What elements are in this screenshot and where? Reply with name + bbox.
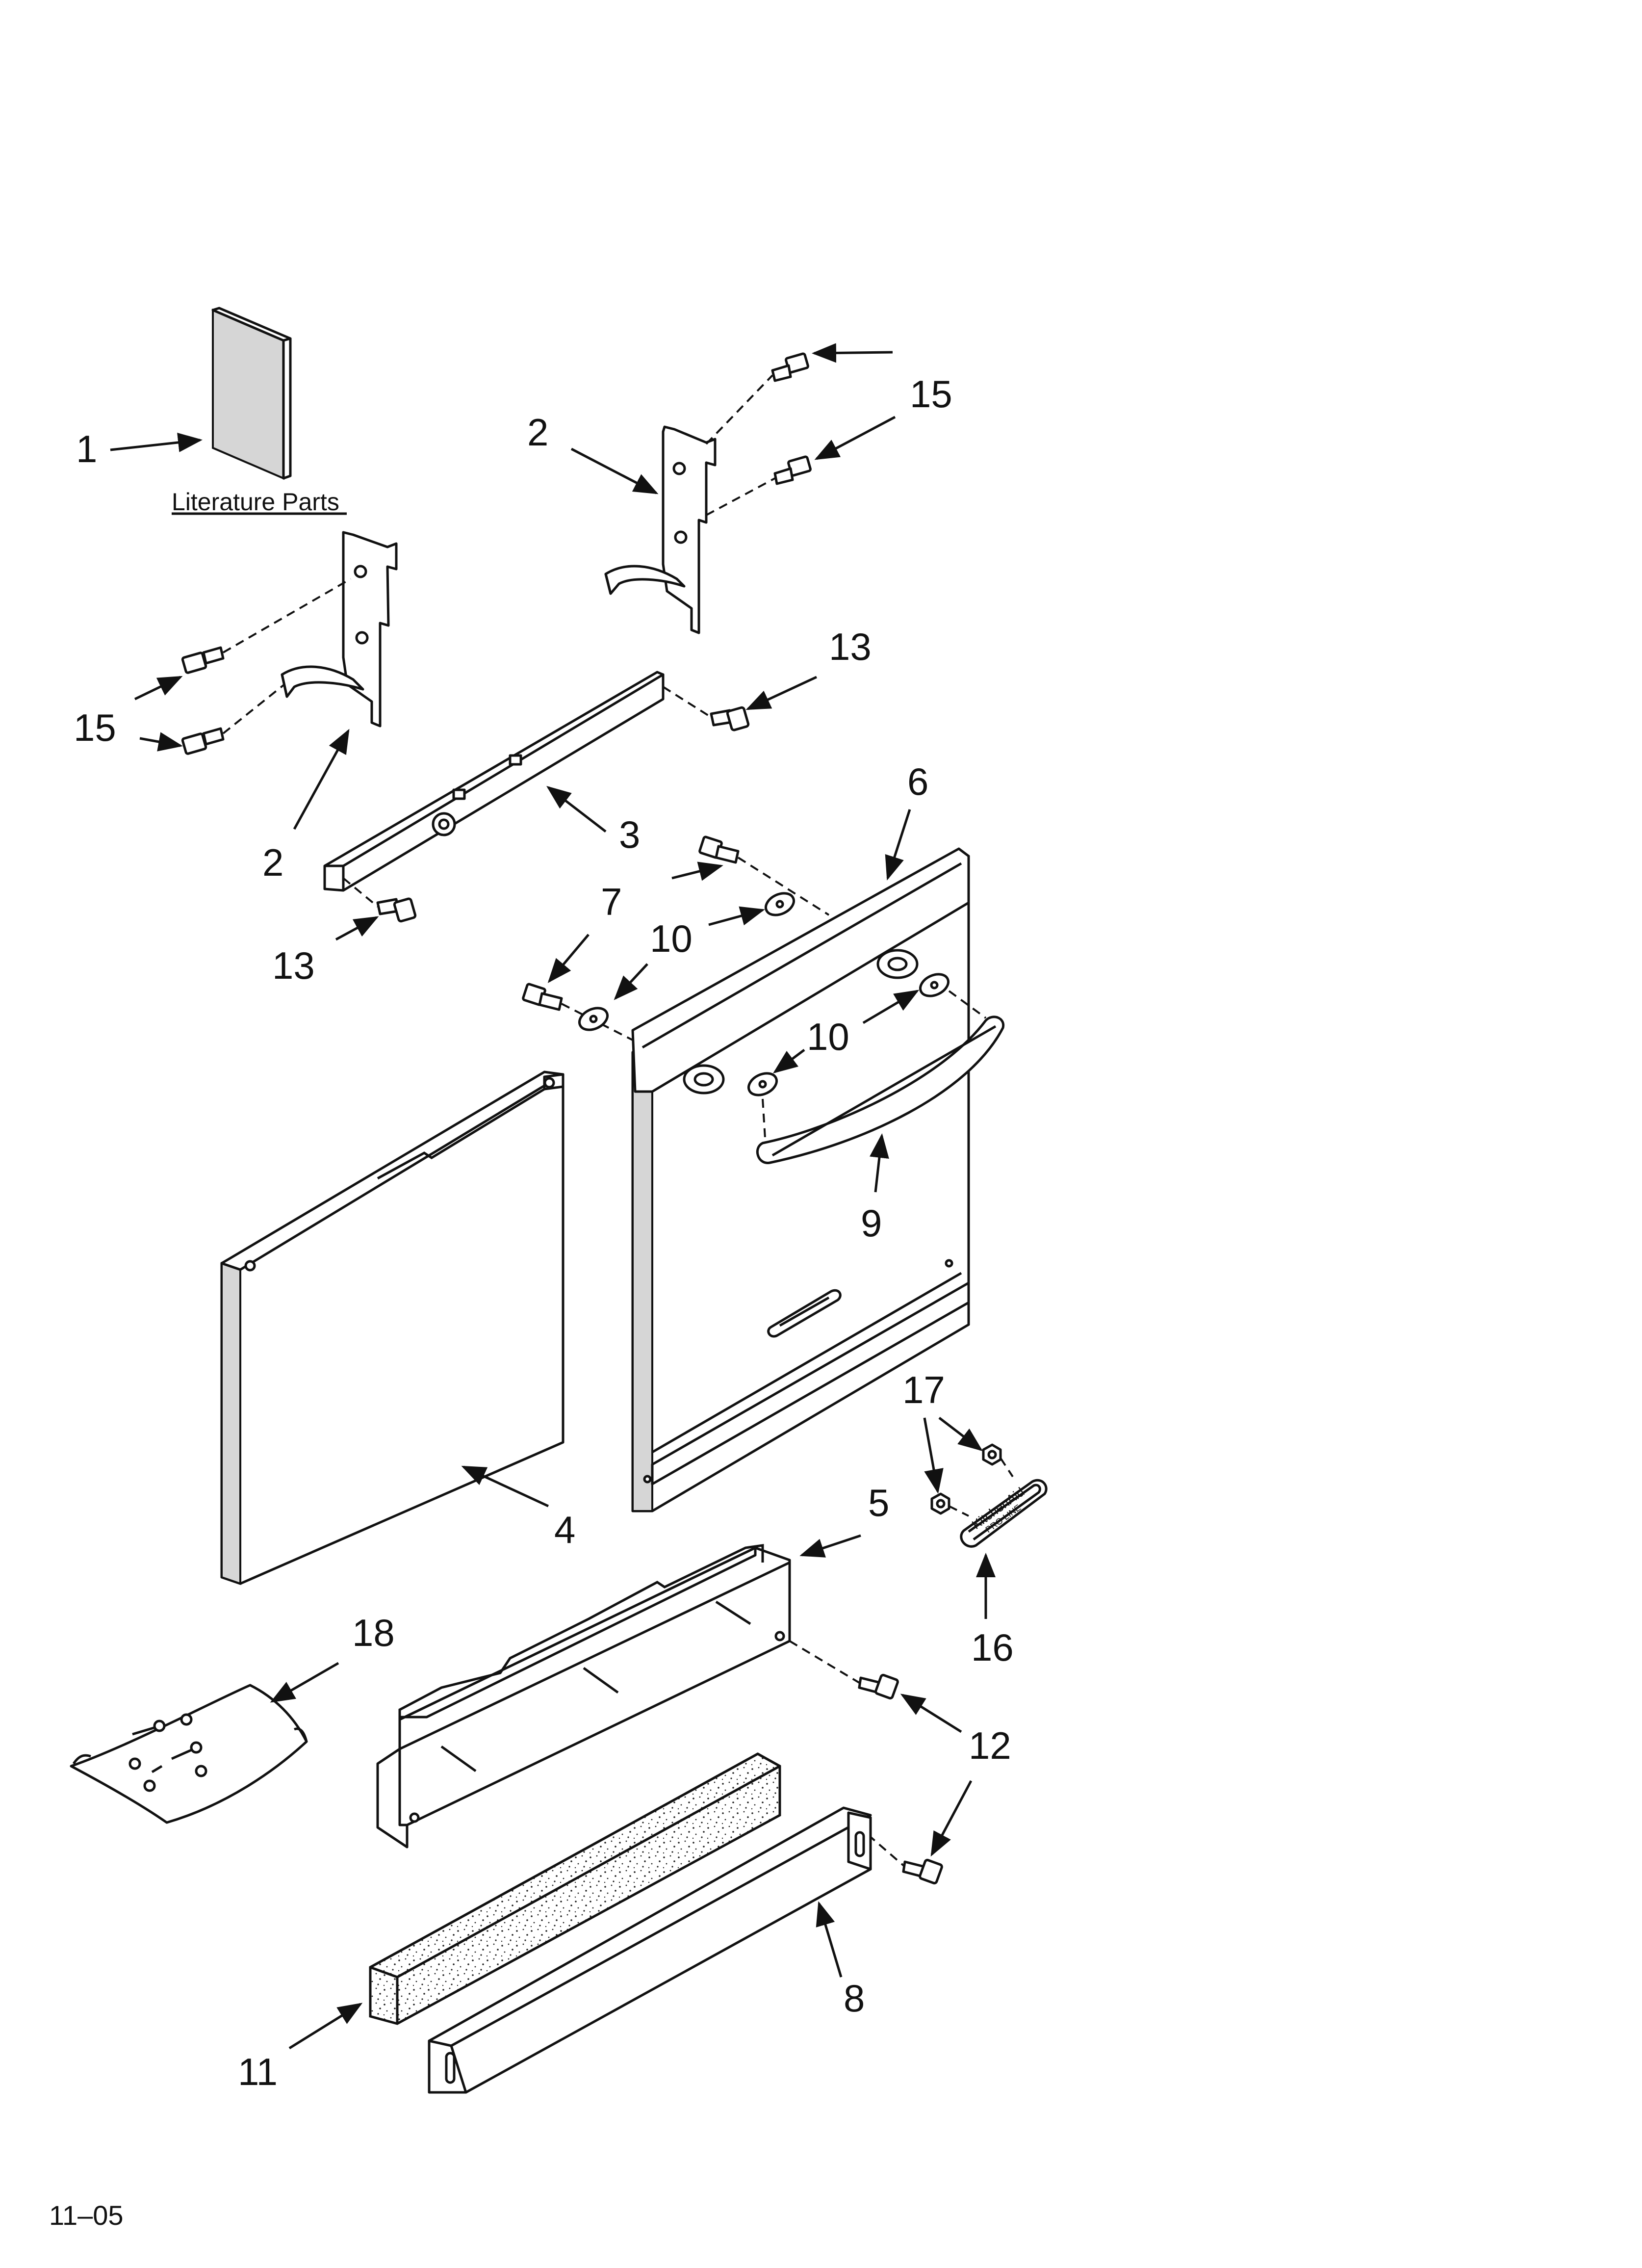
leader-15b-1: [134, 676, 183, 701]
callout-7: 7: [601, 880, 622, 923]
leader-10b-1: [862, 990, 920, 1024]
screw-13-upper: [710, 706, 750, 731]
nut-17-a: [930, 1492, 950, 1515]
callout-10a: 10: [650, 917, 693, 960]
leader-13a: [745, 676, 818, 710]
screw-12-lower: [902, 1858, 943, 1885]
screw-7-lower: [522, 983, 563, 1011]
leader-6: [885, 809, 911, 881]
screw-13-lower: [376, 897, 417, 923]
spacer-10-upper: [765, 892, 795, 916]
toe-kick-plate: [428, 1806, 872, 2094]
dash-12-lower: [867, 1834, 906, 1868]
door-hinge-bracket-right: [604, 425, 717, 634]
leader-3: [546, 785, 607, 833]
leader-2b: [293, 729, 350, 830]
callout-15a: 15: [910, 372, 952, 416]
bag-screws: [128, 1713, 207, 1792]
leader-11: [288, 2003, 363, 2050]
dash-15-upper-a: [705, 374, 773, 445]
callout-17: 17: [902, 1368, 945, 1411]
callout-2b: 2: [262, 841, 283, 884]
dash-13-upper: [662, 686, 712, 718]
callout-2a: 2: [527, 411, 548, 454]
dash-17-b: [1000, 1457, 1014, 1478]
callout-18: 18: [352, 1611, 395, 1654]
callout-5: 5: [868, 1481, 889, 1524]
literature-parts-booklet: [211, 307, 292, 480]
leader-17b: [938, 1417, 983, 1452]
dash-15-upper-b: [706, 477, 775, 516]
leader-17a: [923, 1417, 944, 1494]
screw-7-upper: [698, 835, 740, 864]
door-outer-panel: [220, 1070, 564, 1585]
toe-kick-bracket: [376, 1544, 791, 1849]
leader-10a-2: [614, 963, 648, 1000]
callout-16: 16: [971, 1626, 1014, 1669]
callout-10b: 10: [807, 1015, 849, 1058]
leader-4: [461, 1465, 549, 1508]
dash-7-lower: [561, 1003, 633, 1041]
dash-9-right: [948, 990, 987, 1019]
leader-1: [110, 433, 203, 452]
dash-17-a: [949, 1505, 969, 1517]
dash-13-lower: [342, 877, 379, 908]
leader-12b: [930, 1780, 973, 1857]
leader-15b-2: [139, 732, 183, 752]
callout-9: 9: [861, 1201, 882, 1245]
leader-15a-2: [814, 416, 896, 460]
screw-12-upper: [858, 1673, 899, 1700]
leader-10a-1: [708, 906, 765, 926]
literature-parts-caption: Literature Parts: [172, 488, 339, 516]
dash-9-left: [762, 1098, 766, 1139]
dash-7-upper: [737, 857, 830, 916]
leader-15a-1: [812, 343, 893, 363]
callout-1: 1: [76, 427, 97, 470]
leader-9: [870, 1133, 889, 1193]
hardware-bag: [70, 1684, 308, 1824]
callout-11: 11: [238, 2050, 278, 2093]
leader-7b: [547, 934, 590, 983]
leader-8: [816, 1901, 843, 1978]
spacer-10-mid: [747, 1072, 778, 1096]
insulation-foam-strip: [369, 1752, 781, 2025]
screw-15-left-b: [181, 727, 225, 755]
leader-12a: [900, 1694, 962, 1733]
leader-10b-2: [773, 1049, 805, 1073]
callout-3: 3: [619, 813, 640, 856]
dash-12-upper: [789, 1640, 860, 1684]
callout-4: 4: [554, 1508, 575, 1551]
door-front-panel: [631, 847, 970, 1512]
leader-18: [270, 1662, 339, 1703]
dash-15-left-b: [222, 683, 285, 734]
screw-15-upper-b: [773, 455, 812, 485]
door-top-rail: [323, 671, 665, 892]
leader-13b: [335, 916, 379, 941]
spacer-10-right: [919, 973, 949, 997]
door-handle: [756, 1016, 1005, 1164]
callout-13b: 13: [272, 944, 315, 987]
kitchenaid-emblem: KitchenAid PRO LINE: [960, 1479, 1048, 1548]
callout-8: 8: [844, 1977, 865, 2020]
leader-7a: [671, 861, 723, 881]
dash-15-left-a: [223, 578, 351, 653]
door-hinge-bracket-left: [281, 531, 398, 728]
screw-15-upper-a: [771, 352, 809, 382]
leader-5: [799, 1534, 861, 1558]
nut-17-b: [982, 1443, 1002, 1466]
screw-15-left-a: [181, 646, 225, 674]
footer-revision-code: 11–05: [49, 2200, 124, 2231]
callout-6: 6: [907, 760, 928, 803]
leader-2a: [570, 447, 659, 495]
callout-13a: 13: [829, 625, 872, 668]
callout-15b: 15: [74, 706, 116, 749]
callout-12: 12: [969, 1724, 1011, 1767]
spacer-10-lower: [578, 1007, 609, 1031]
